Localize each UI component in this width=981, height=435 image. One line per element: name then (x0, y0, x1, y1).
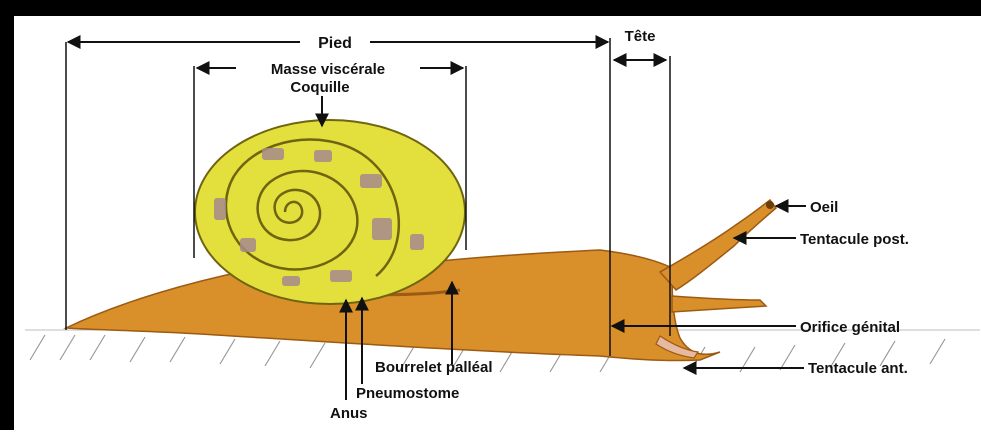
snail-shell (195, 120, 465, 304)
posterior-tentacle (660, 200, 776, 290)
eye (766, 201, 774, 209)
label-bourrelet-palleal: Bourrelet palléal (375, 359, 493, 376)
label-oeil: Oeil (810, 199, 838, 216)
label-tete: Tête (625, 28, 656, 45)
lower-tentacle (672, 296, 766, 312)
label-coquille: Coquille (290, 79, 349, 96)
label-anus: Anus (330, 405, 368, 422)
frame-top (0, 0, 981, 16)
frame-left (0, 0, 14, 430)
label-masse-viscerale: Masse viscérale (271, 61, 385, 78)
label-tentacule-ant: Tentacule ant. (808, 360, 908, 377)
label-pneumostome: Pneumostome (356, 385, 459, 402)
label-tentacule-post: Tentacule post. (800, 231, 909, 248)
label-orifice-genital: Orifice génital (800, 319, 900, 336)
label-pied: Pied (318, 35, 352, 52)
